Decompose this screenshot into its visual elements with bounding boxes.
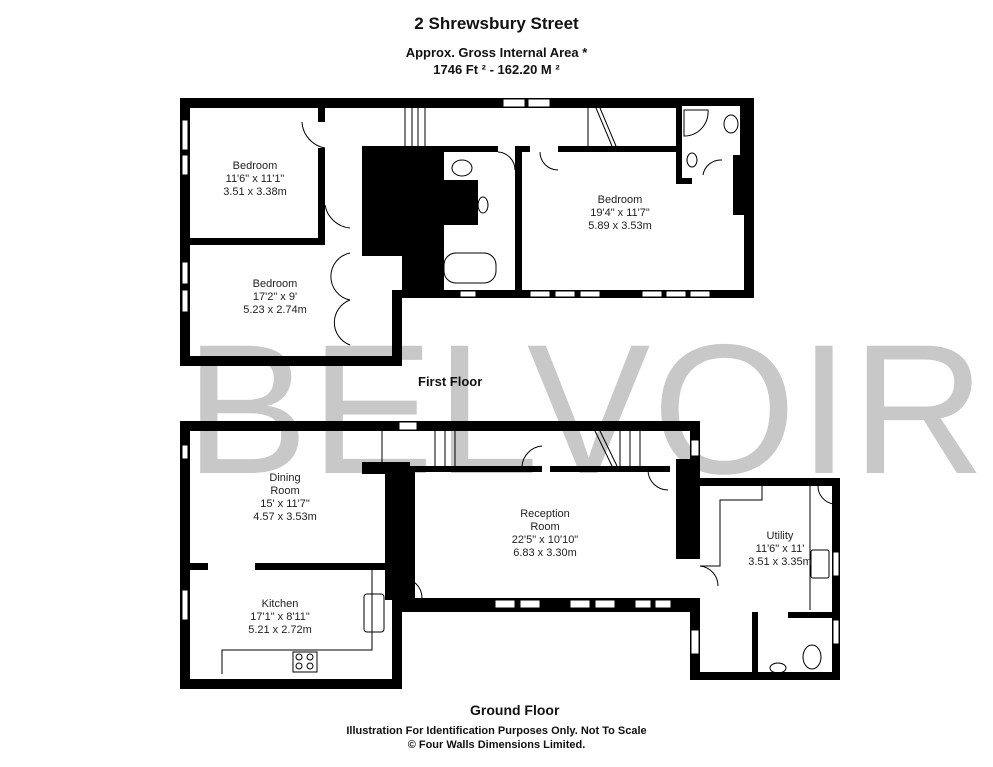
room-dim-imperial: 19'4" x 11'7"	[590, 207, 650, 219]
area-value: 1746 Ft ² - 162.20 M ²	[433, 62, 560, 77]
room-dim-metric: 5.21 x 2.72m	[248, 624, 312, 636]
room-bedroom-1: Bedroom 11'6" x 11'1" 3.51 x 3.38m	[200, 160, 310, 199]
room-dim-metric: 3.51 x 3.38m	[223, 186, 287, 198]
room-reception: Reception Room 22'5" x 10'10" 6.83 x 3.3…	[490, 508, 600, 560]
ground-floor-label: Ground Floor	[470, 702, 560, 718]
disclaimer: Illustration For Identification Purposes…	[346, 725, 647, 737]
area-label: Approx. Gross Internal Area *	[405, 45, 588, 60]
room-bedroom-3: Bedroom 19'4" x 11'7" 5.89 x 3.53m	[565, 194, 675, 233]
room-name: Dining	[269, 472, 301, 484]
room-name: Bedroom	[252, 278, 298, 290]
room-dim-imperial: 22'5" x 10'10"	[511, 534, 579, 546]
room-name-line2: Room	[270, 485, 300, 497]
room-dim-metric: 3.51 x 3.35m	[748, 556, 812, 568]
room-dim-metric: 5.89 x 3.53m	[588, 220, 652, 232]
room-dim-metric: 6.83 x 3.30m	[513, 547, 577, 559]
first-floor-label: First Floor	[418, 374, 483, 389]
room-dim-imperial: 17'2" x 9'	[252, 291, 298, 303]
room-kitchen: Kitchen 17'1" x 8'11" 5.21 x 2.72m	[230, 598, 330, 637]
room-dim-imperial: 11'6" x 11'	[755, 543, 805, 555]
copyright: © Four Walls Dimensions Limited.	[407, 739, 586, 751]
room-name-line2: Room	[530, 521, 560, 533]
room-name: Kitchen	[261, 598, 299, 610]
room-name: Bedroom	[232, 160, 278, 172]
room-dim-imperial: 17'1" x 8'11"	[250, 611, 310, 623]
property-title: 2 Shrewsbury Street	[414, 14, 579, 33]
room-bedroom-2: Bedroom 17'2" x 9' 5.23 x 2.74m	[220, 278, 330, 317]
room-dim-imperial: 11'6" x 11'1"	[225, 173, 285, 185]
room-name: Bedroom	[597, 194, 643, 206]
room-dim-metric: 4.57 x 3.53m	[253, 511, 317, 523]
room-dim-metric: 5.23 x 2.74m	[243, 304, 307, 316]
room-name: Utility	[766, 530, 794, 542]
room-utility: Utility 11'6" x 11' 3.51 x 3.35m	[730, 530, 830, 569]
room-name: Reception	[520, 508, 570, 520]
room-dim-imperial: 15' x 11'7"	[260, 498, 310, 510]
room-dining: Dining Room 15' x 11'7" 4.57 x 3.53m	[240, 472, 330, 524]
